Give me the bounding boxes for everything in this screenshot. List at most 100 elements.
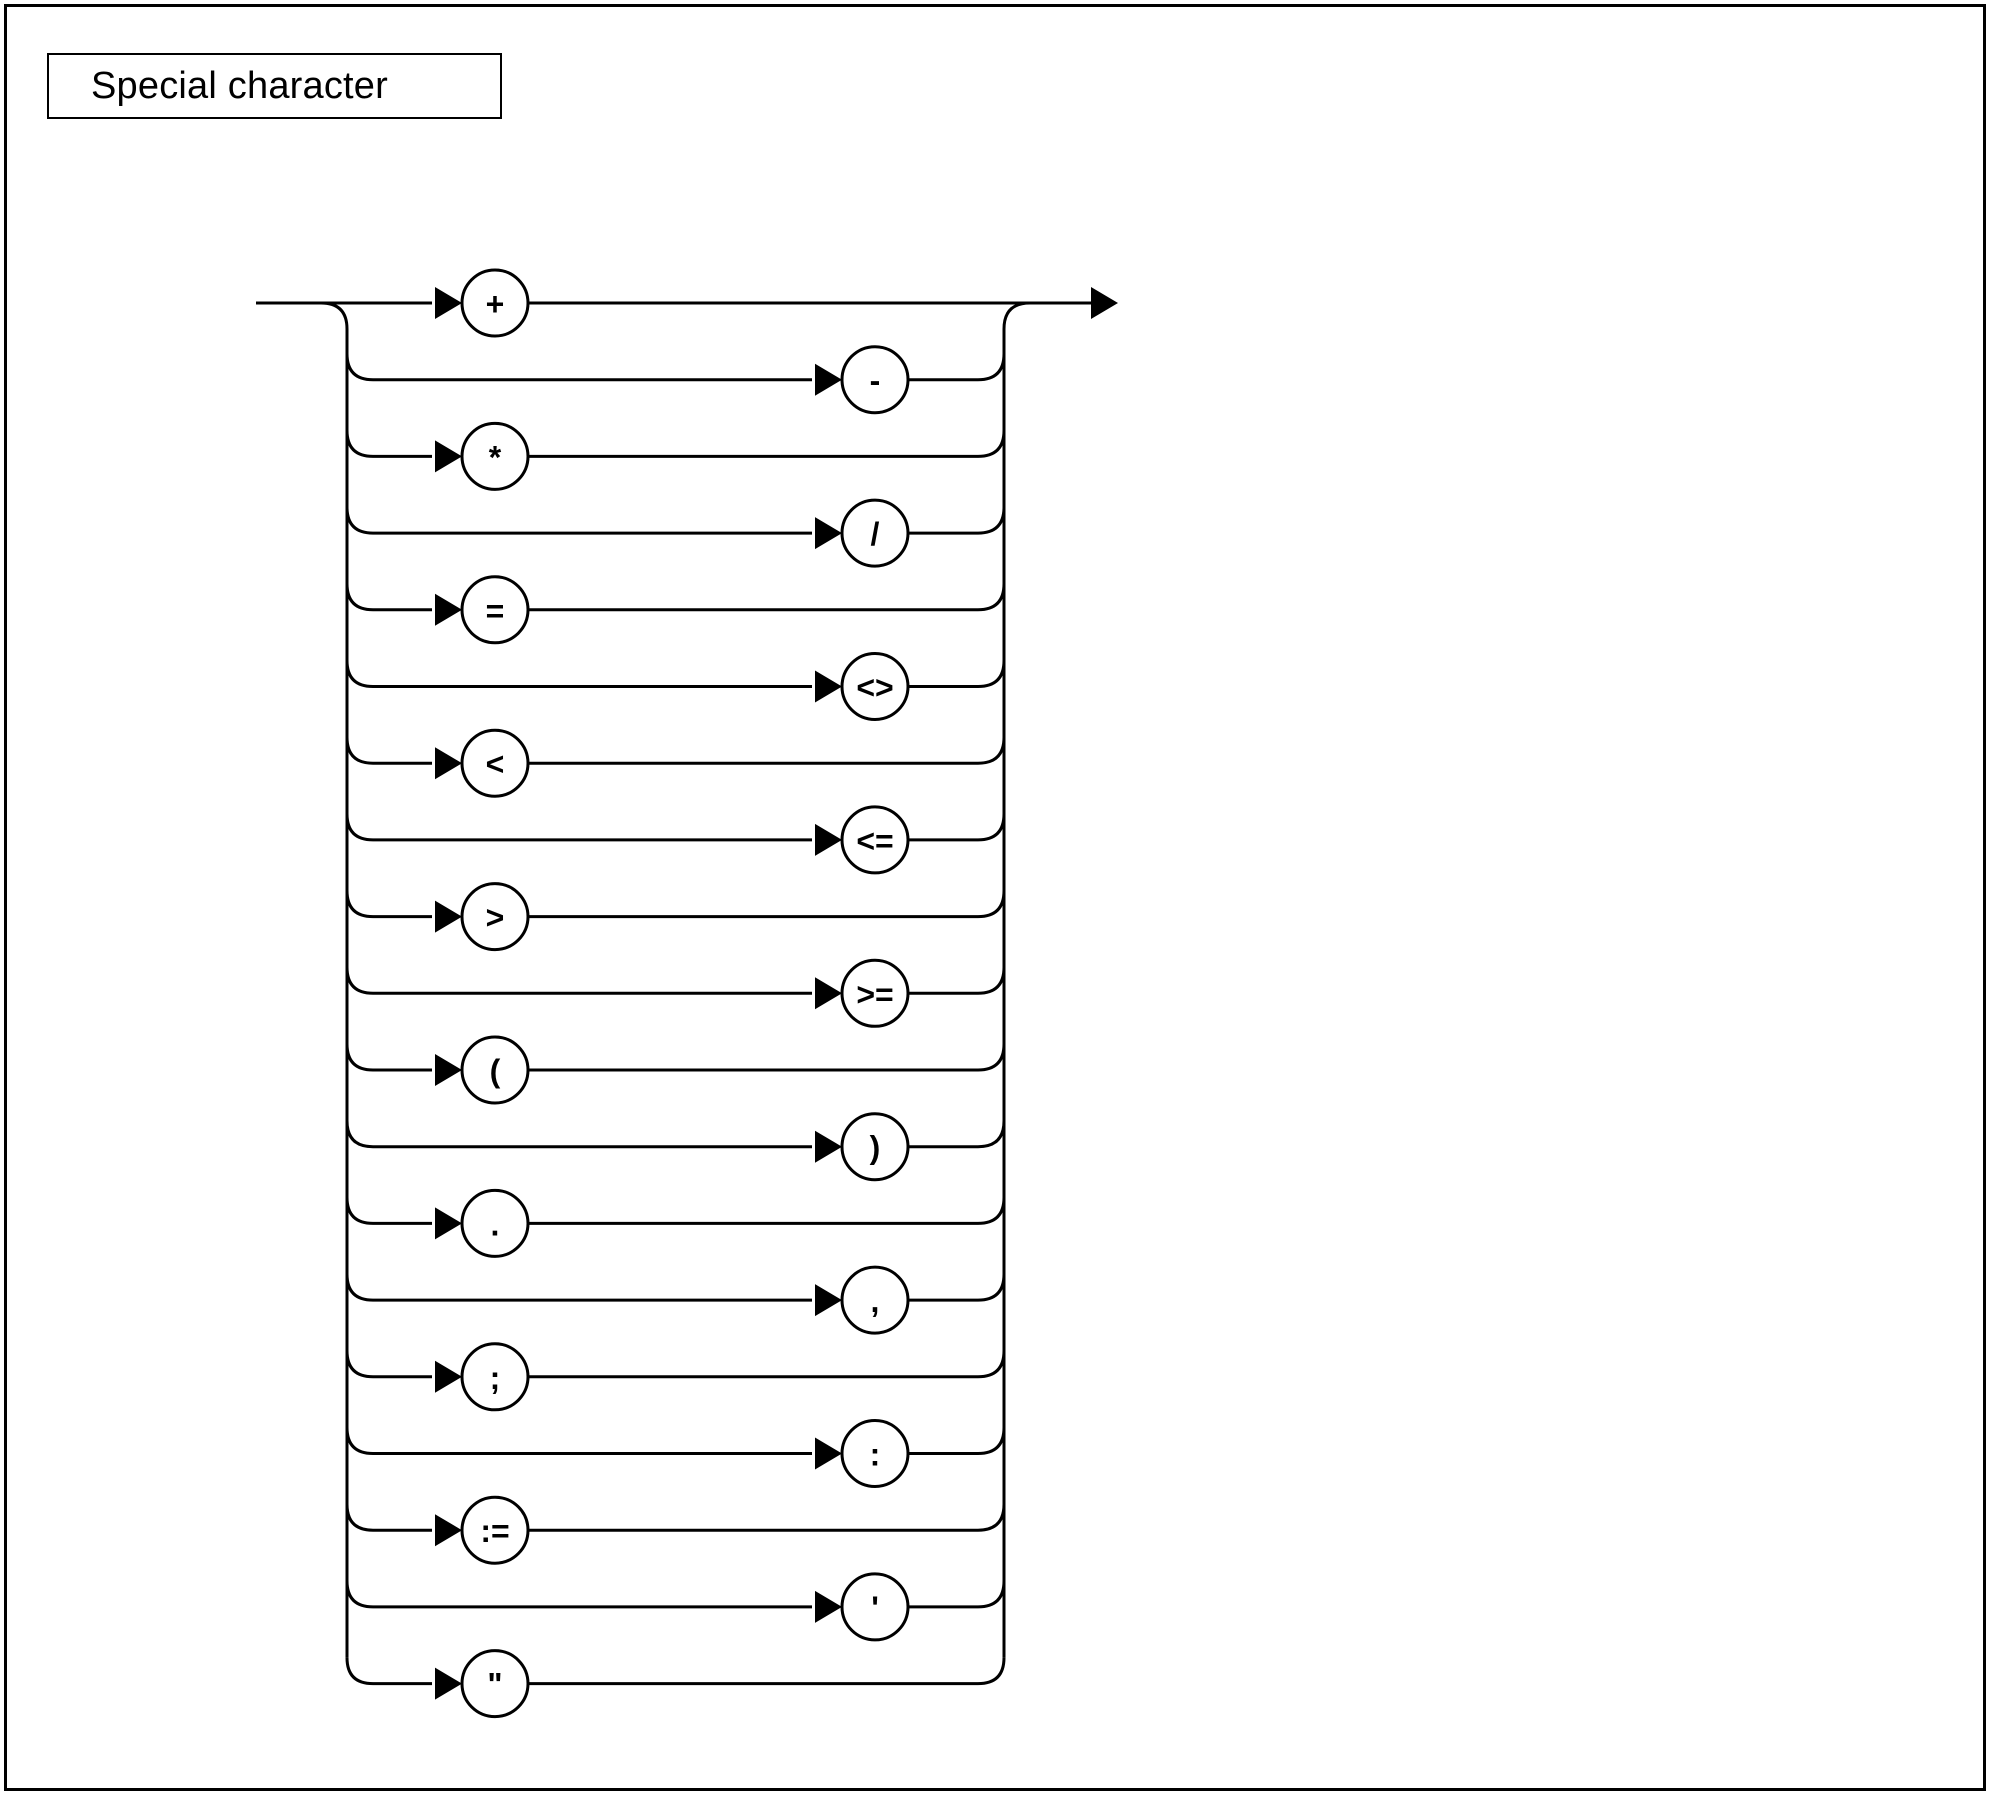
left-rail-top-corner [320,301,349,330]
terminal-node-asterisk[interactable]: * [460,421,530,491]
terminal-node-colon[interactable]: : [840,1419,910,1488]
terminal-node-greater-than[interactable]: > [460,882,530,952]
terminal-node-left-paren[interactable]: ( [460,1035,530,1105]
terminal-label-apostrophe: ' [871,1590,879,1626]
terminal-node-equals[interactable]: = [460,575,530,645]
branch-right-assign [528,1504,1006,1532]
terminal-node-apostrophe[interactable]: ' [840,1572,910,1642]
terminal-label-plus: + [486,286,505,322]
page-title: Special character [91,64,388,107]
terminal-node-period[interactable]: . [460,1188,530,1258]
arrow-assign-icon [435,1514,462,1547]
terminal-node-slash[interactable]: / [840,498,910,568]
terminal-label-right-paren: ) [870,1130,881,1166]
arrow-right-paren-icon [815,1130,842,1163]
branch-right-comma [908,1274,1006,1302]
branch-right-asterisk [528,430,1006,458]
branch-left-right-paren [345,1120,812,1149]
branch-right-less-than [528,737,1006,765]
terminal-node-comma[interactable]: , [840,1265,910,1335]
branch-right-greater-or-equal [908,967,1006,995]
terminal-label-left-paren: ( [490,1053,501,1089]
terminal-circle-asterisk [460,421,530,491]
nodes-group: +-*/=<><<=>>=().,;::='" [460,268,910,1719]
page-border [4,4,1986,1791]
terminal-label-slash: / [871,516,880,552]
terminal-node-not-equals[interactable]: <> [840,652,910,721]
arrow-comma-icon [815,1284,842,1317]
arrow-slash-icon [815,517,842,550]
branch-right-left-paren [528,1043,1006,1072]
terminal-circle-right-paren [840,1112,910,1182]
branch-left-quotation-mark [345,1657,432,1686]
terminal-node-less-than[interactable]: < [460,728,530,798]
arrow-less-than-icon [435,747,462,780]
terminal-circle-period [460,1188,530,1258]
terminal-circle-greater-or-equal [840,958,910,1028]
terminal-label-quotation-mark: " [487,1667,502,1703]
right-rail-top-corner [1002,301,1031,330]
branch-left-comma [345,1274,812,1302]
terminal-circle-not-equals [840,652,910,721]
arrow-plus-icon [435,287,462,319]
arrow-quotation-mark-icon [435,1667,462,1700]
terminal-node-plus[interactable]: + [460,268,530,338]
terminal-circle-quotation-mark [460,1649,530,1719]
terminal-node-semicolon[interactable]: ; [460,1342,530,1412]
terminal-label-less-or-equal: <= [856,823,893,859]
terminal-node-assign[interactable]: := [460,1495,530,1565]
branch-right-quotation-mark [528,1657,1006,1686]
terminal-circle-less-or-equal [840,805,910,875]
branch-left-less-or-equal [345,813,812,842]
branch-right-slash [908,507,1006,535]
branch-right-greater-than [528,890,1006,919]
branch-left-asterisk [345,430,432,458]
terminal-label-semicolon: ; [490,1360,501,1396]
branch-left-greater-than [345,890,432,919]
arrow-greater-than-icon [435,900,462,933]
terminal-label-minus: - [870,363,881,399]
branch-left-apostrophe [345,1580,812,1609]
branch-left-period [345,1197,432,1225]
terminal-circle-semicolon [460,1342,530,1412]
arrow-asterisk-icon [435,440,462,473]
terminal-label-asterisk: * [489,439,502,475]
terminal-circle-comma [840,1265,910,1335]
terminal-circle-less-than [460,728,530,798]
terminal-node-greater-or-equal[interactable]: >= [840,958,910,1028]
terminal-label-equals: = [486,593,505,629]
branch-right-less-or-equal [908,813,1006,842]
terminal-label-period: . [491,1206,500,1242]
branch-right-period [528,1197,1006,1225]
branch-left-minus [345,353,812,382]
terminal-circle-assign [460,1495,530,1565]
terminal-circle-apostrophe [840,1572,910,1642]
branch-right-equals [528,583,1006,612]
arrow-greater-or-equal-icon [815,977,842,1010]
arrow-apostrophe-icon [815,1590,842,1623]
branch-right-minus [908,353,1006,382]
terminal-node-quotation-mark[interactable]: " [460,1649,530,1719]
branch-left-equals [345,583,432,612]
arrow-left-paren-icon [435,1054,462,1086]
terminal-node-right-paren[interactable]: ) [840,1112,910,1182]
arrow-minus-icon [815,363,842,396]
terminal-circle-equals [460,575,530,645]
branch-left-left-paren [345,1043,432,1072]
rails-group [256,287,1118,1700]
branch-right-right-paren [908,1120,1006,1149]
arrow-semicolon-icon [435,1360,462,1393]
terminal-label-comma: , [871,1283,880,1319]
arrow-colon-icon [815,1437,842,1470]
branch-right-colon [908,1427,1006,1455]
branch-left-colon [345,1427,812,1455]
arrow-equals-icon [435,593,462,626]
branch-left-semicolon [345,1350,432,1379]
terminal-node-minus[interactable]: - [840,345,910,415]
branch-left-assign [345,1504,432,1532]
terminal-circle-left-paren [460,1035,530,1105]
terminal-node-less-or-equal[interactable]: <= [840,805,910,875]
terminal-circle-plus [460,268,530,338]
branch-right-semicolon [528,1350,1006,1379]
